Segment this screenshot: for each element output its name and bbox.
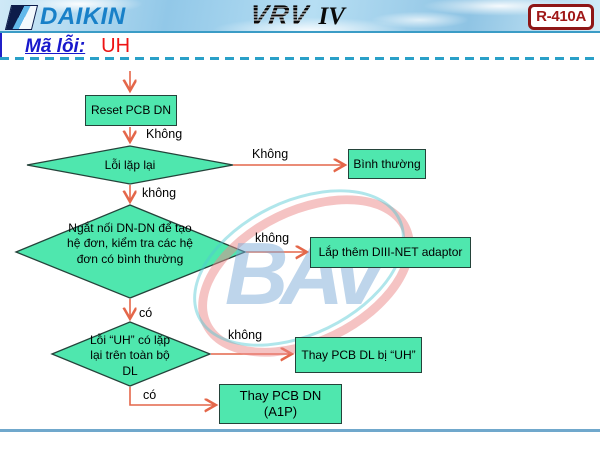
label-uh-yes: có [143,388,157,402]
diamond-single-system [14,204,247,299]
label-repeat-no: Không [252,147,289,161]
arrow-uh-to-replace-dn [129,387,215,405]
flow-node-reset: Reset PCB DN [85,95,177,126]
daikin-logo: DAIKIN [4,3,126,31]
label-after-reset: Không [146,127,183,141]
flow-node-normal: Bình thường [348,149,426,179]
dashed-divider [0,57,600,60]
label-single-no: không [255,231,290,245]
label-single-yes: có [139,306,153,320]
diamond-uh-repeat [50,321,212,387]
flow-node-adaptor: Lắp thêm DIII-NET adaptor [310,237,471,268]
label-repeat-down: không [142,186,177,200]
header-bar: DAIKIN VRV IV R-410A [0,0,600,33]
error-code-value: UH [101,35,131,57]
left-accent-line [0,33,2,57]
daikin-logo-text: DAIKIN [40,3,126,30]
diamond-repeat-text: Lỗi lặp lại [104,158,156,172]
refrigerant-badge: R-410A [528,4,594,30]
diamond-uh-repeat-text: Lỗi “UH” có lặp lại trên toàn bộ DL [89,333,171,378]
vrv-logo: VRV IV [248,0,345,30]
label-uh-no: không [228,328,263,342]
error-code-label: Mã lỗi: [25,36,86,57]
flow-node-replace-dn: Thay PCB DN (A1P) [219,384,342,424]
bottom-border-line [0,429,600,432]
error-code-title: Mã lỗi: UH [25,35,130,58]
diamond-single-system-text: Ngắt nối DN-DN để tạo hệ đơn, kiểm tra c… [67,221,193,266]
flow-node-replace-dl: Thay PCB DL bị “UH” [295,337,422,373]
vrv-version-text: IV [318,3,345,30]
